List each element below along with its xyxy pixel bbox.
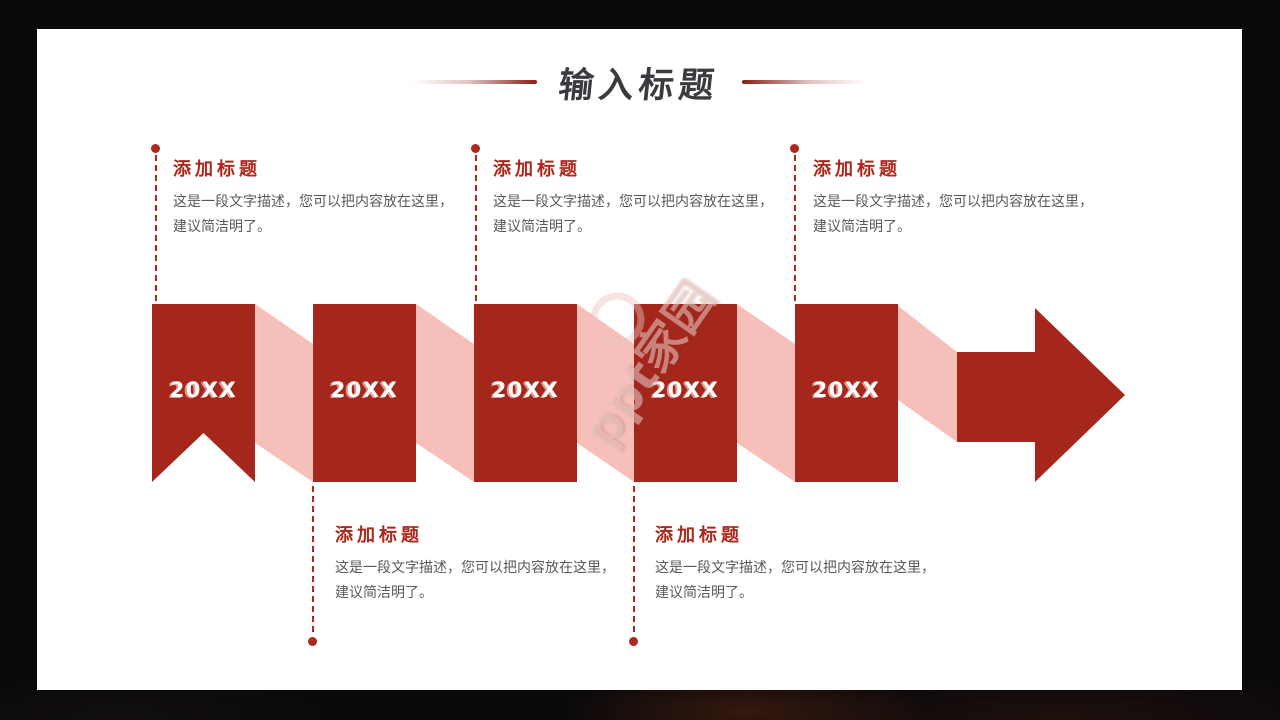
ribbon-connector [737, 304, 795, 482]
callout-top-1[interactable]: 添加标题 这是一段文字描述，您可以把内容放在这里， 建议简洁明了。 [173, 159, 483, 240]
callout-description-line: 建议简洁明了。 [173, 219, 271, 235]
year-label: 20XX [491, 378, 560, 402]
timeline-dashed-line [312, 486, 314, 636]
timeline-dashed-line [794, 155, 796, 304]
slide-canvas: 输入标题 添加标题 这是一段文字描述，您可以把内容放在这里， 建议简洁明了。 添… [37, 29, 1242, 690]
callout-title: 添加标题 [173, 159, 261, 180]
timeline-dashed-line [633, 486, 635, 636]
callout-description-line: 这是一段文字描述，您可以把内容放在这里， [813, 194, 1093, 210]
callout-title: 添加标题 [493, 159, 581, 180]
title-decor-line-left [411, 80, 538, 84]
timeline-dashed-line [475, 155, 477, 304]
callout-description-line: 这是一段文字描述，您可以把内容放在这里， [655, 560, 935, 576]
callout-description-line: 建议简洁明了。 [335, 585, 433, 601]
ribbon-connector [898, 305, 957, 442]
year-banner-4[interactable]: 20XX [634, 304, 737, 482]
year-label: 20XX [330, 378, 399, 402]
timeline-dot [790, 144, 799, 153]
slide-title-block: 输入标题 [37, 57, 1242, 107]
timeline-dot [151, 144, 160, 153]
year-banner-3[interactable]: 20XX [474, 304, 577, 482]
callout-description-line: 建议简洁明了。 [813, 219, 911, 235]
callout-bottom-1[interactable]: 添加标题 这是一段文字描述，您可以把内容放在这里， 建议简洁明了。 [335, 525, 645, 606]
page-title[interactable]: 输入标题 [557, 65, 722, 106]
ribbon-connector [416, 304, 474, 482]
ribbon-connector [577, 304, 634, 482]
year-label: 20XX [169, 378, 238, 402]
callout-top-3[interactable]: 添加标题 这是一段文字描述，您可以把内容放在这里， 建议简洁明了。 [813, 159, 1123, 240]
callout-top-2[interactable]: 添加标题 这是一段文字描述，您可以把内容放在这里， 建议简洁明了。 [493, 159, 803, 240]
ribbon-connector [255, 304, 313, 482]
callout-description-line: 这是一段文字描述，您可以把内容放在这里， [493, 194, 773, 210]
timeline-dot [471, 144, 480, 153]
callout-description-line: 建议简洁明了。 [493, 219, 591, 235]
callout-title: 添加标题 [813, 159, 901, 180]
year-banner-1[interactable]: 20XX [152, 304, 255, 482]
timeline-arrow[interactable] [957, 308, 1125, 482]
callout-title: 添加标题 [655, 525, 743, 546]
timeline-dot [308, 637, 317, 646]
year-banner-2[interactable]: 20XX [313, 304, 416, 482]
year-banner-5[interactable]: 20XX [795, 304, 898, 482]
callout-description-line: 建议简洁明了。 [655, 585, 753, 601]
callout-description-line: 这是一段文字描述，您可以把内容放在这里， [335, 560, 615, 576]
callout-description-line: 这是一段文字描述，您可以把内容放在这里， [173, 194, 453, 210]
year-label: 20XX [812, 378, 881, 402]
timeline-dashed-line [155, 155, 157, 304]
callout-title: 添加标题 [335, 525, 423, 546]
callout-bottom-2[interactable]: 添加标题 这是一段文字描述，您可以把内容放在这里， 建议简洁明了。 [655, 525, 965, 606]
year-label: 20XX [651, 378, 720, 402]
title-decor-line-right [741, 80, 868, 84]
timeline-dot [629, 637, 638, 646]
